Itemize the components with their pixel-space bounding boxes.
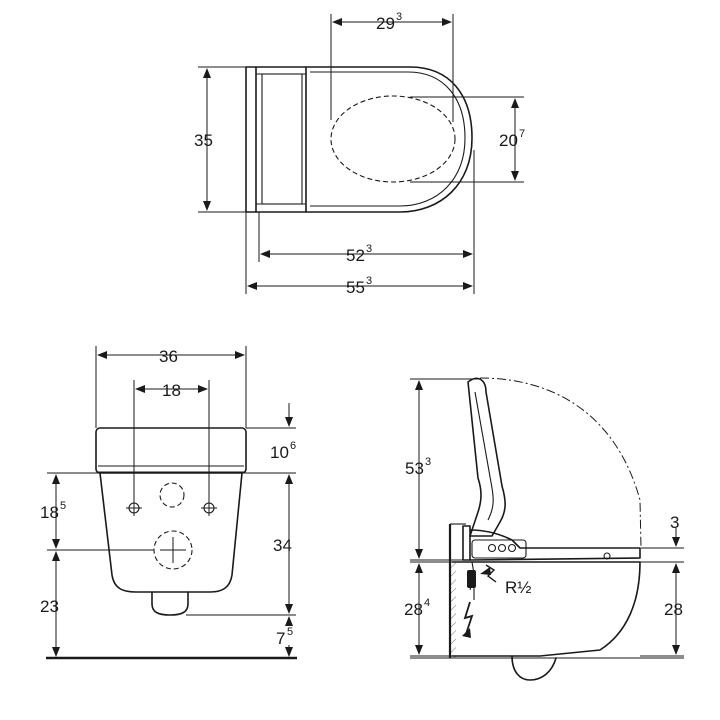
dim-total-length: 55 — [346, 278, 365, 297]
bowl-outline — [305, 66, 473, 213]
dim-front-width: 36 — [159, 347, 178, 366]
top-view: 29 3 35 20 7 52 3 55 3 — [194, 11, 525, 297]
water-valve — [467, 570, 476, 588]
button-1-icon — [487, 543, 497, 553]
side-view: R½ 53 3 28 4 3 28 — [404, 377, 684, 681]
dim-inner-width-frac: 7 — [519, 128, 525, 140]
dim-seat-height-frac: 6 — [290, 440, 296, 452]
dim-top-depth: 35 — [194, 131, 213, 150]
seat-outline — [310, 71, 466, 207]
seat-block — [95, 427, 247, 474]
back-plate — [245, 66, 257, 213]
electric-icon — [463, 601, 474, 635]
dim-lid-height: 53 — [405, 459, 424, 478]
lid-open — [467, 377, 506, 537]
dim-seat-gap: 3 — [670, 513, 679, 532]
bowl-opening — [330, 95, 456, 183]
bowl-side — [451, 561, 641, 657]
dim-fixing-spacing: 18 — [162, 381, 181, 400]
button-2-icon — [497, 543, 507, 553]
dim-inner-width: 20 — [499, 131, 518, 150]
button-3-icon — [507, 543, 517, 553]
dim-floor-height: 23 — [40, 597, 59, 616]
dim-bottom-gap-frac: 5 — [287, 626, 293, 638]
pipe-label: R½ — [505, 578, 531, 597]
seat-profile — [469, 529, 641, 561]
dim-lid-height-frac: 3 — [425, 456, 431, 468]
dim-bowl-length: 52 — [346, 246, 365, 265]
dim-rim-height-right: 28 — [664, 600, 683, 619]
dim-fixing-height-frac: 5 — [60, 500, 66, 512]
dim-bottom-gap: 7 — [276, 629, 285, 648]
control-unit-side — [471, 539, 527, 559]
dim-seat-height: 10 — [270, 443, 289, 462]
seat-hinge-housing — [255, 66, 307, 213]
bowl-body — [99, 472, 243, 593]
control-unit — [261, 73, 303, 205]
outlet — [151, 591, 189, 616]
dim-bowl-length-frac: 3 — [366, 243, 372, 255]
dim-top-width-frac: 3 — [396, 11, 402, 23]
dim-total-length-frac: 3 — [366, 275, 372, 287]
trap — [511, 655, 557, 681]
hinge-housing — [462, 525, 471, 561]
front-view: 36 18 10 6 18 5 34 23 — [40, 346, 297, 660]
dim-body-height: 34 — [273, 536, 292, 555]
water-connection — [159, 482, 185, 508]
dim-top-width: 29 — [376, 14, 395, 33]
dim-fixing-height: 18 — [40, 503, 59, 522]
lid-swing-arc — [479, 377, 642, 549]
dim-rim-height-left: 28 — [404, 600, 423, 619]
dim-rim-height-left-frac: 4 — [424, 597, 430, 609]
